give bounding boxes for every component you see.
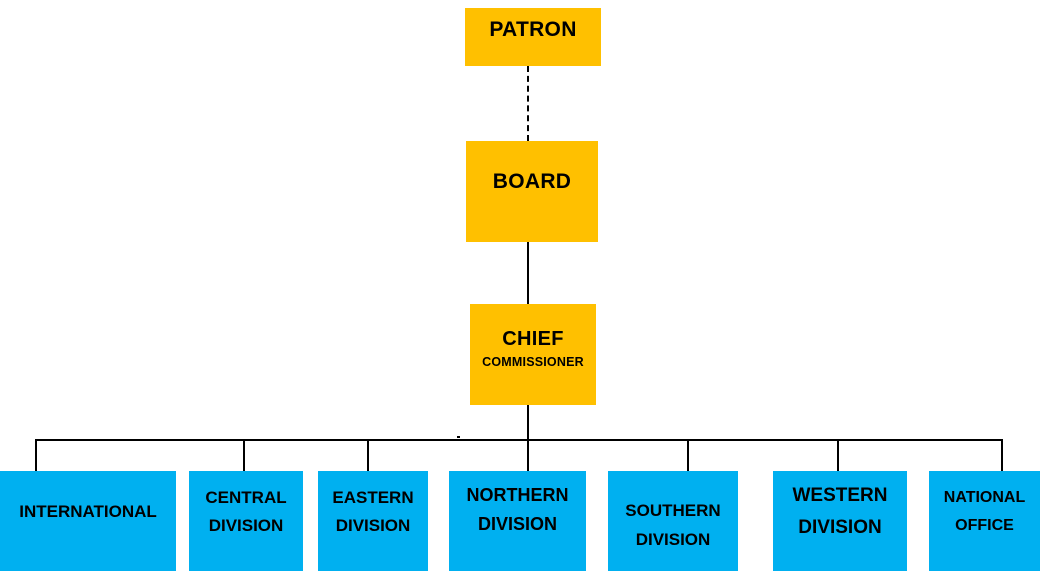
- connector-chief-bus: [527, 405, 529, 471]
- stray-mark: [457, 436, 460, 438]
- node-western-line2: DIVISION: [798, 517, 882, 538]
- node-northern-division: NORTHERN DIVISION: [449, 471, 586, 571]
- node-chief-commissioner: CHIEF COMMISSIONER: [470, 304, 596, 405]
- connector-drop-national: [1001, 440, 1003, 471]
- node-central-division: CENTRAL DIVISION: [189, 471, 303, 571]
- node-eastern-line2: DIVISION: [335, 516, 411, 535]
- node-southern-line2: DIVISION: [635, 529, 711, 549]
- node-chief-label: CHIEF: [502, 327, 564, 350]
- node-board: BOARD: [466, 141, 598, 242]
- node-national-office: NATIONAL OFFICE: [929, 471, 1040, 571]
- node-international: INTERNATIONAL: [0, 471, 176, 571]
- connector-drop-western: [837, 440, 839, 471]
- node-southern-division: SOUTHERN DIVISION: [608, 471, 738, 571]
- node-southern-line1: SOUTHERN: [625, 500, 721, 520]
- node-northern-line2: DIVISION: [477, 514, 557, 534]
- connector-drop-eastern: [367, 440, 369, 471]
- node-chief-sublabel: COMMISSIONER: [482, 354, 584, 369]
- node-national-line1: NATIONAL: [943, 488, 1026, 506]
- connector-drop-central: [243, 440, 245, 471]
- connector-drop-international: [35, 440, 37, 471]
- connector-patron-board: [527, 66, 529, 141]
- node-western-division: WESTERN DIVISION: [773, 471, 907, 571]
- node-patron-label: PATRON: [489, 18, 577, 41]
- node-patron: PATRON: [465, 8, 601, 66]
- connector-board-chief: [527, 242, 529, 304]
- connector-drop-southern: [687, 440, 689, 471]
- node-central-line2: DIVISION: [208, 516, 284, 535]
- node-board-label: BOARD: [492, 170, 572, 193]
- node-northern-line1: NORTHERN: [466, 485, 569, 505]
- connector-divisions-bus: [35, 439, 1003, 441]
- node-central-line1: CENTRAL: [205, 488, 287, 507]
- node-eastern-line1: EASTERN: [332, 488, 414, 507]
- node-eastern-division: EASTERN DIVISION: [318, 471, 428, 571]
- node-western-line1: WESTERN: [792, 485, 888, 506]
- node-international-label: INTERNATIONAL: [19, 502, 157, 521]
- node-national-line2: OFFICE: [955, 516, 1014, 534]
